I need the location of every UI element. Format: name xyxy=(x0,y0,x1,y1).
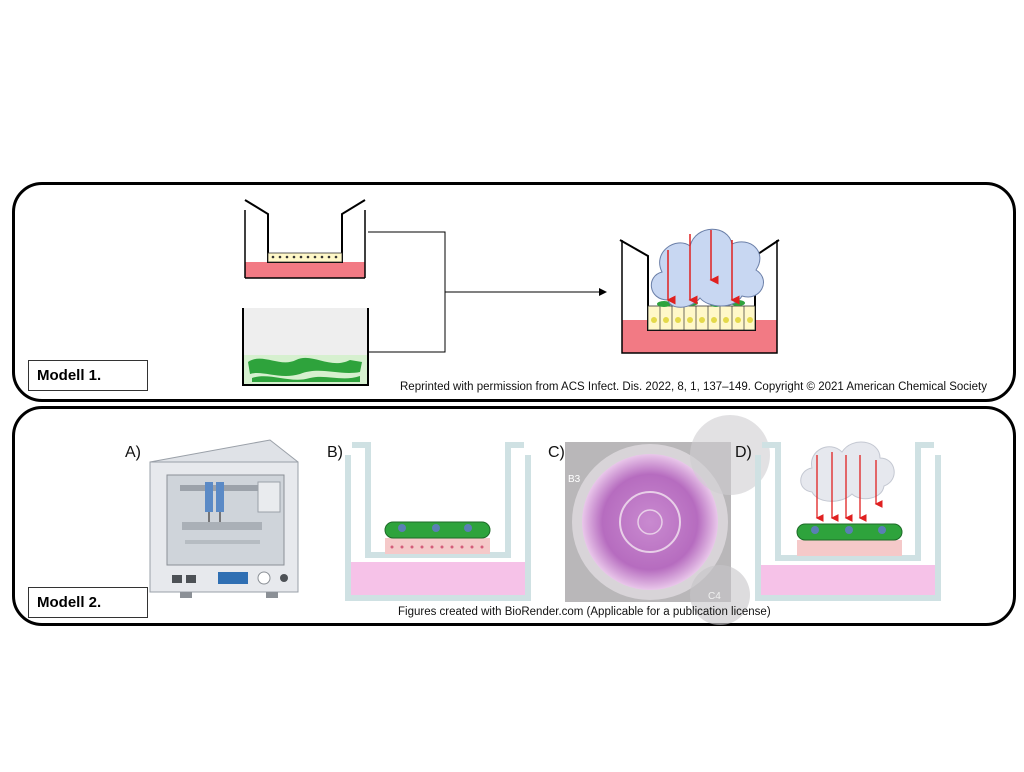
well-label-b3: B3 xyxy=(568,474,581,485)
combine-connector xyxy=(368,231,607,353)
modell-1-caption: Reprinted with permission from ACS Infec… xyxy=(400,381,987,393)
aerosol-cloud xyxy=(651,228,764,308)
modell-2-label: Modell 2. xyxy=(28,587,148,618)
bioprinter-illustration xyxy=(149,439,299,598)
transwell-hydrogel-b xyxy=(345,442,531,601)
biofilm-container xyxy=(242,308,369,386)
transwell-insert-cells xyxy=(244,199,366,279)
panel-letter-c: C) xyxy=(548,444,565,461)
aerosol-cloud-d xyxy=(800,441,895,502)
modell-1-label: Modell 1. xyxy=(28,360,148,391)
well-photograph xyxy=(565,415,770,625)
panel-letter-a: A) xyxy=(125,444,141,461)
panel-letter-b: B) xyxy=(327,444,343,461)
panel-letter-d: D) xyxy=(735,444,752,461)
transwell-aerosol-d xyxy=(755,441,941,601)
modell-2-caption: Figures created with BioRender.com (Appl… xyxy=(398,606,771,618)
combined-model xyxy=(619,228,780,354)
well-label-c4: C4 xyxy=(708,591,721,602)
